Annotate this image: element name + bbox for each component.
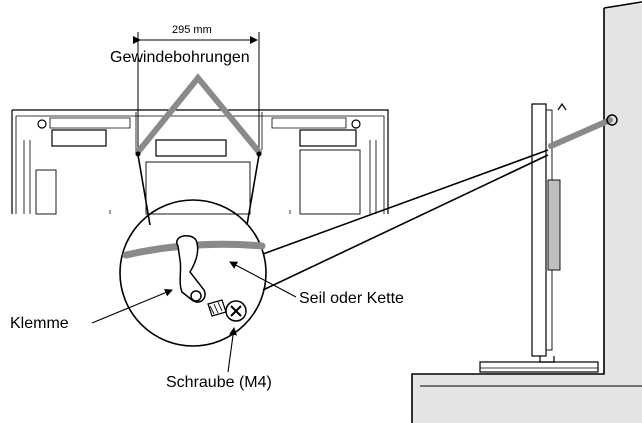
- leader-lines: [91, 261, 297, 373]
- rope-or-chain-label: Seil oder Kette: [299, 290, 404, 307]
- rope-back-view: [135, 73, 262, 155]
- threaded-holes-label: Gewindebohrungen: [110, 49, 250, 66]
- monitor-back-view: [11, 109, 389, 215]
- clamp-label: Klemme: [10, 315, 69, 332]
- screw-label: Schraube (M4): [166, 374, 272, 391]
- clamp-icon: [176, 235, 206, 303]
- monitor-side-view: [479, 102, 599, 373]
- detail-magnifier: [119, 149, 549, 347]
- rope-side-view: [548, 117, 613, 149]
- dimension-295mm: [133, 32, 260, 152]
- screw-icon: [207, 299, 247, 322]
- wall: [411, 1, 642, 423]
- distance-label: 295 mm: [172, 24, 212, 36]
